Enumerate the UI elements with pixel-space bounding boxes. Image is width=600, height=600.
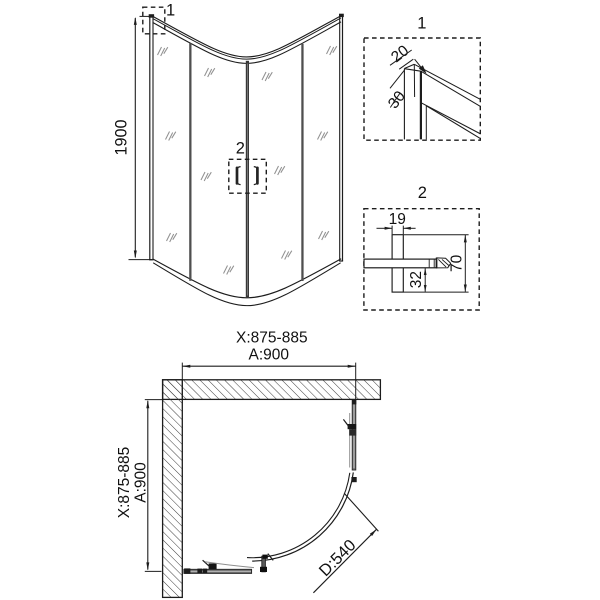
svg-text:1: 1 <box>166 2 175 20</box>
svg-text:A:900: A:900 <box>133 462 150 503</box>
svg-text:1: 1 <box>417 15 426 33</box>
svg-text:X:875-885: X:875-885 <box>236 330 308 347</box>
svg-text:19: 19 <box>389 211 406 228</box>
svg-text:1900: 1900 <box>112 119 130 155</box>
svg-text:70: 70 <box>448 254 465 272</box>
svg-text:2: 2 <box>418 184 427 202</box>
svg-text:2: 2 <box>236 140 245 158</box>
svg-text:A:900: A:900 <box>249 347 290 364</box>
svg-text:X:875-885: X:875-885 <box>116 447 133 519</box>
svg-text:32: 32 <box>408 271 425 288</box>
